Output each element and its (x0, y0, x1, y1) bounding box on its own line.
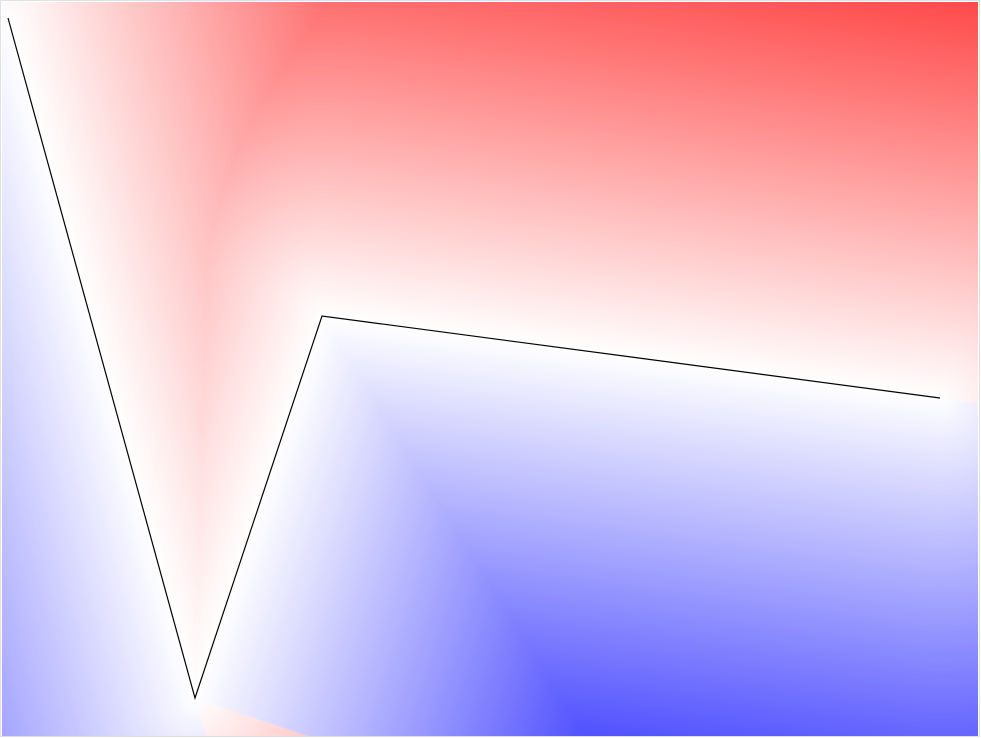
boundary-polyline (7, 17, 941, 701)
